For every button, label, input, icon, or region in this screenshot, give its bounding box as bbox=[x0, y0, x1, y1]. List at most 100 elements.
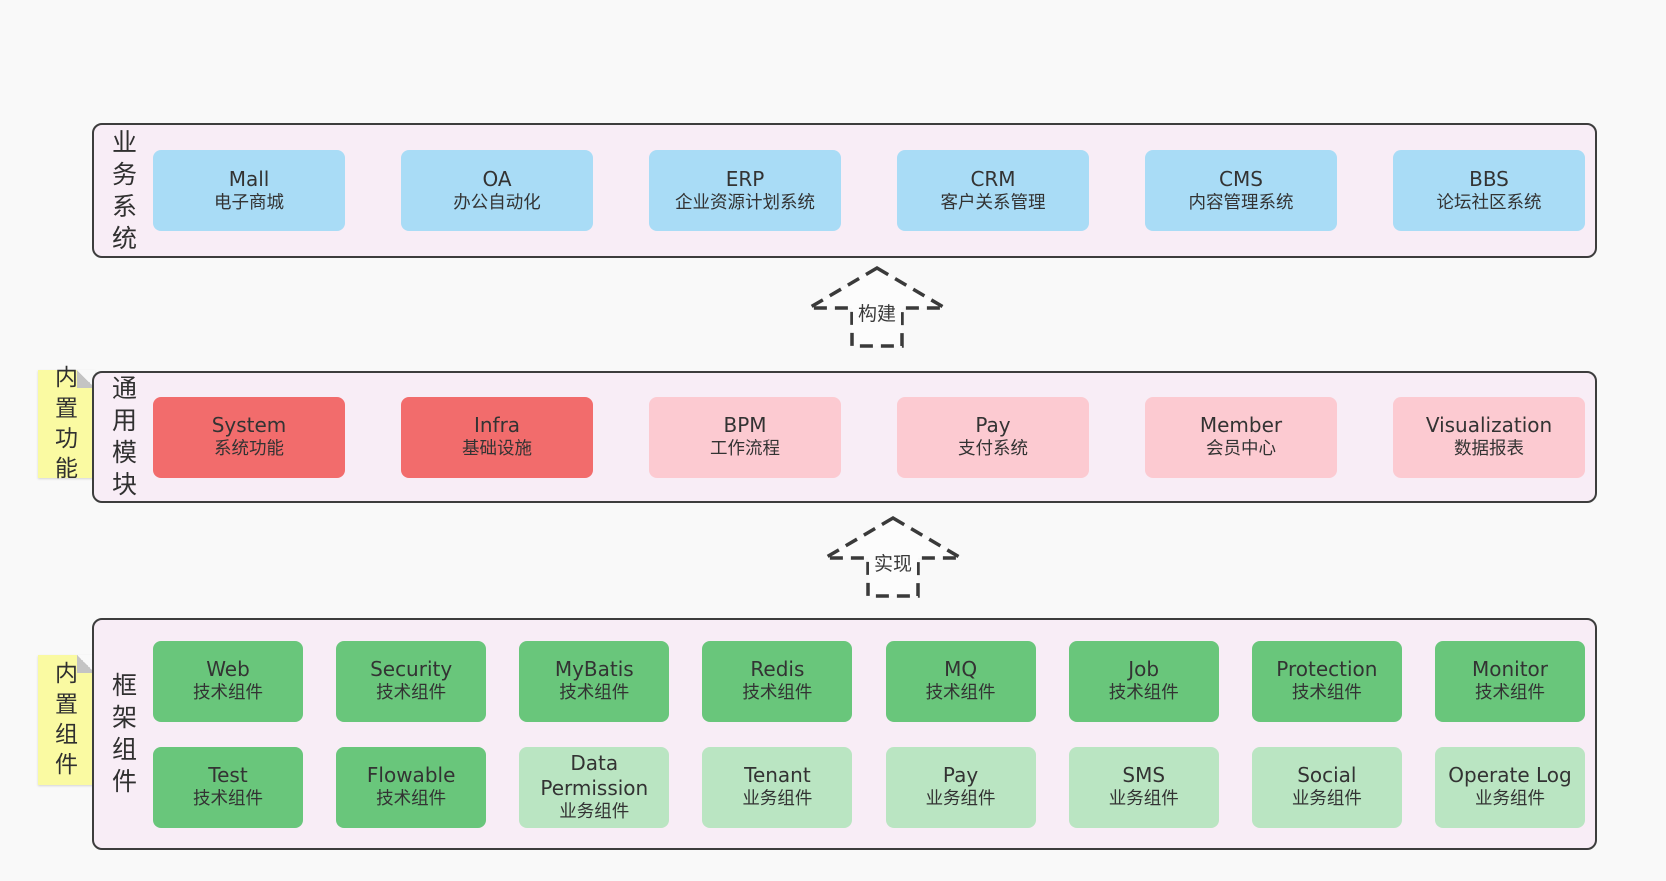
box-title: Member bbox=[1199, 413, 1283, 438]
box-subtitle: 技术组件 bbox=[1108, 683, 1179, 704]
arrow-label: 实现 bbox=[868, 548, 918, 577]
layer-title: 业务系统 bbox=[111, 127, 137, 253]
box-subtitle: 技术组件 bbox=[376, 683, 447, 704]
box-title: Social bbox=[1297, 763, 1357, 788]
box-subtitle: 工作流程 bbox=[710, 439, 780, 460]
box-title: Flowable bbox=[366, 763, 456, 788]
arrow-label: 构建 bbox=[852, 298, 902, 327]
box-title: Data Permission bbox=[540, 750, 649, 800]
box-subtitle: 业务组件 bbox=[1474, 789, 1545, 810]
box-title: System bbox=[211, 413, 287, 438]
box-subtitle: 论坛社区系统 bbox=[1436, 192, 1542, 213]
box-title: Visualization bbox=[1425, 413, 1553, 438]
box-title: SMS bbox=[1122, 763, 1166, 788]
box-subtitle: 业务组件 bbox=[1108, 789, 1179, 810]
box-subtitle: 技术组件 bbox=[559, 683, 630, 704]
box-title: Web bbox=[206, 657, 250, 682]
box-subtitle: 办公自动化 bbox=[453, 192, 541, 213]
box-subtitle: 业务组件 bbox=[925, 789, 996, 810]
build-arrow: 构建 bbox=[805, 264, 949, 348]
sticky-label: 内置功能 bbox=[54, 365, 78, 483]
box-subtitle: 系统功能 bbox=[214, 439, 284, 460]
box-subtitle: 会员中心 bbox=[1206, 439, 1276, 460]
box-subtitle: 技术组件 bbox=[376, 789, 447, 810]
box-subtitle: 内容管理系统 bbox=[1188, 192, 1294, 213]
sticky-note-builtin-components: 内置组件 bbox=[38, 655, 95, 785]
box-subtitle: 电子商城 bbox=[214, 192, 284, 213]
box-title: Redis bbox=[750, 657, 805, 682]
box-subtitle: 企业资源计划系统 bbox=[675, 192, 815, 213]
box-title: Security bbox=[370, 657, 453, 682]
box-subtitle: 技术组件 bbox=[1474, 683, 1545, 704]
box-title: Infra bbox=[473, 413, 521, 438]
box-subtitle: 技术组件 bbox=[193, 789, 263, 810]
box-title: Monitor bbox=[1471, 657, 1548, 682]
box-title: OA bbox=[482, 166, 512, 191]
sticky-fold-icon bbox=[77, 370, 95, 388]
box-subtitle: 业务组件 bbox=[742, 789, 813, 810]
box-subtitle: 技术组件 bbox=[925, 683, 996, 704]
box-title: BPM bbox=[723, 413, 767, 438]
box-title: Pay bbox=[975, 413, 1011, 438]
box-title: Job bbox=[1128, 657, 1160, 682]
layer-title: 通用模块 bbox=[111, 374, 137, 499]
box-title: Operate Log bbox=[1448, 763, 1572, 788]
box-subtitle: 数据报表 bbox=[1454, 439, 1524, 460]
box-title: ERP bbox=[725, 166, 765, 191]
box-title: BBS bbox=[1469, 166, 1509, 191]
box-subtitle: 技术组件 bbox=[742, 683, 813, 704]
box-subtitle: 技术组件 bbox=[193, 683, 263, 704]
box-title: Pay bbox=[942, 763, 979, 788]
sticky-note-builtin-features: 内置功能 bbox=[38, 365, 95, 482]
box-title: Mall bbox=[228, 166, 270, 191]
box-title: MyBatis bbox=[554, 657, 634, 682]
sticky-label: 内置组件 bbox=[54, 661, 78, 779]
box-subtitle: 支付系统 bbox=[958, 439, 1028, 460]
box-title: Test bbox=[208, 763, 248, 788]
box-title: Protection bbox=[1276, 657, 1378, 682]
box-title: MQ bbox=[944, 657, 978, 682]
box-subtitle: 客户关系管理 bbox=[940, 192, 1046, 213]
box-title: CRM bbox=[970, 166, 1016, 191]
box-subtitle: 业务组件 bbox=[559, 801, 630, 822]
box-subtitle: 基础设施 bbox=[462, 439, 532, 460]
layer-title: 框架组件 bbox=[111, 671, 137, 796]
box-subtitle: 业务组件 bbox=[1291, 789, 1362, 810]
box-subtitle: 技术组件 bbox=[1291, 683, 1362, 704]
